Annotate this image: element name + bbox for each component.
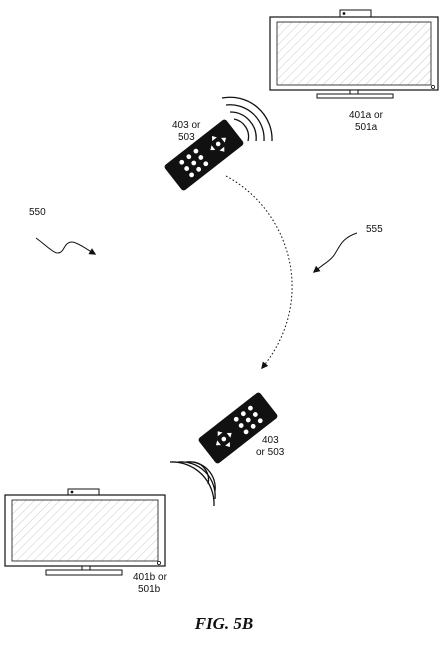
tv-bottom-stand	[46, 570, 122, 575]
ref-550-label: 550	[29, 207, 46, 218]
remote-bottom-signal-waves	[170, 462, 215, 506]
tv-top-neck	[350, 90, 358, 94]
television-bottom	[5, 489, 165, 575]
figure-caption: FIG. 5B	[194, 614, 254, 633]
svg-text:or 503: or 503	[256, 447, 285, 458]
television-top	[270, 10, 438, 98]
svg-text:403: 403	[262, 435, 279, 446]
tv-bottom-label: 401b or 501b	[133, 572, 168, 595]
svg-text:401a or: 401a or	[349, 110, 384, 121]
tv-top-screen	[277, 22, 431, 85]
tv-top-label: 401a or 501a	[349, 110, 384, 133]
tv-bottom-neck	[82, 566, 90, 570]
svg-text:403 or: 403 or	[172, 120, 201, 131]
svg-text:501a: 501a	[355, 122, 378, 133]
ref-555-leader	[314, 233, 357, 272]
svg-text:401b or: 401b or	[133, 572, 168, 583]
remote-top-label: 403 or 503	[172, 120, 201, 143]
movement-path-arrow	[226, 176, 292, 368]
remote-bottom-label: 403 or 503	[256, 435, 285, 458]
tv-top-stand	[317, 94, 393, 98]
ref-550-leader	[36, 238, 95, 254]
svg-text:501b: 501b	[138, 584, 161, 595]
ref-555-label: 555	[366, 224, 383, 235]
tv-bottom-screen	[12, 500, 158, 561]
svg-text:503: 503	[178, 132, 195, 143]
